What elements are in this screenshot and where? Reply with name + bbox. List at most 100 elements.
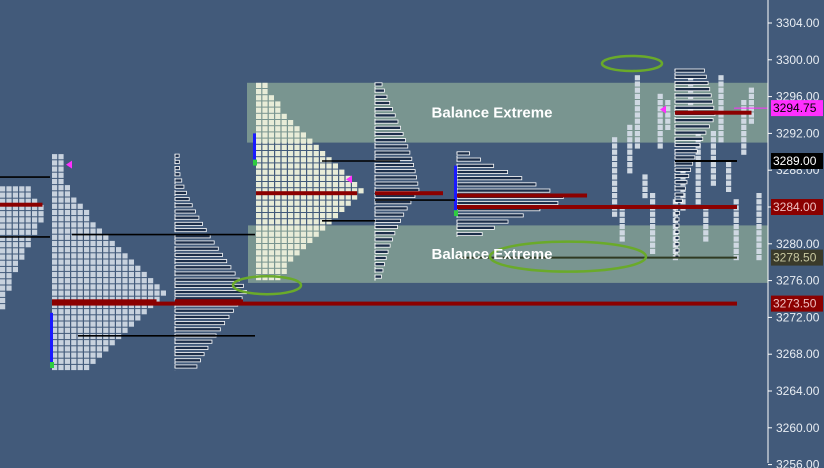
tpo-block [96,340,102,346]
tpo-block [128,259,134,265]
tpo-block [288,194,294,200]
volume-bar [674,105,715,110]
volume-bar [174,166,180,171]
tpo-block [262,262,268,268]
tpo-block [71,284,77,290]
tpo-block [256,262,262,268]
tpo-block [695,149,701,155]
tpo-block [281,194,287,200]
tpo-block [612,174,618,180]
tpo-block [77,209,83,216]
volume-bar [374,150,411,155]
tpo-block [307,237,313,243]
tpo-block [718,87,724,93]
tpo-block [90,284,96,290]
tpo-block [313,219,319,225]
tpo-block [307,231,313,237]
tpo-block [71,333,77,340]
tpo-block [300,138,306,144]
tpo-block [703,236,709,242]
tpo-block [650,211,656,217]
tpo-block [116,265,122,271]
tpo-block [90,247,96,253]
tpo-block [294,188,300,194]
volume-bar [674,87,711,92]
tpo-block [58,247,64,253]
tpo-block [642,186,648,192]
tpo-block [288,175,294,181]
tpo-block [695,193,701,199]
tpo-block [262,213,268,219]
volume-bar [456,169,508,174]
tpo-block [326,206,332,212]
tpo-block [96,247,102,253]
tpo-block [122,271,128,278]
volume-bar [174,228,207,233]
tpo-block [619,217,625,223]
tpo-block [313,200,319,206]
tpo-block [0,291,6,297]
open-tick [454,210,458,217]
initial-balance-bar [454,165,457,217]
tpo-block [262,237,268,243]
tpo-block [294,175,300,181]
tpo-block [268,262,274,268]
tpo-block [307,144,313,150]
volume-bar [174,314,230,319]
price-tag [771,153,823,169]
tpo-block [307,206,313,212]
tpo-block [320,225,326,231]
tpo-block [275,262,281,268]
tpo-block [256,219,262,225]
tpo-block [96,315,102,321]
volume-bar [674,235,680,240]
tpo-block [307,213,313,219]
volume-bar [174,352,205,357]
tpo-block [6,204,12,211]
tpo-block [320,169,326,175]
tpo-block [741,149,747,155]
tpo-block [345,200,351,206]
tpo-block [657,106,663,112]
current-price-marker [346,175,352,184]
tpo-block [657,143,663,149]
volume-bar [674,93,712,98]
price-tag [771,295,823,312]
tpo-block [612,162,618,168]
tpo-block [128,278,134,284]
tpo-block [58,228,64,234]
initial-balance-bar [50,312,53,368]
tpo-block [634,87,640,93]
tpo-block [84,209,90,216]
tpo-block [281,237,287,243]
tpo-block [103,309,109,315]
tpo-block [332,213,338,219]
tpo-block [52,309,58,315]
volume-bar [174,221,203,226]
tpo-block [627,124,633,130]
tpo-block [109,278,115,284]
highlight-ellipse [488,240,648,273]
tpo-block [64,321,70,327]
tpo-block [71,352,77,358]
tpo-block [320,188,326,194]
tpo-block [32,217,38,223]
tpo-block [718,131,724,137]
tpo-block [109,265,115,271]
tpo-block [268,101,274,107]
tpo-block [634,137,640,143]
tpo-block [627,149,633,155]
tpo-block [12,204,18,211]
tpo-block [756,211,762,217]
tpo-block [326,163,332,169]
tpo-block [300,144,306,150]
tpo-block [19,198,25,204]
tpo-block [710,174,716,180]
tpo-block [52,358,58,364]
tpo-block [339,188,345,194]
volume-bar [456,225,495,230]
tpo-block [262,268,268,274]
tpo-block [64,278,70,284]
tpo-block [748,87,754,93]
tpo-block [650,230,656,236]
